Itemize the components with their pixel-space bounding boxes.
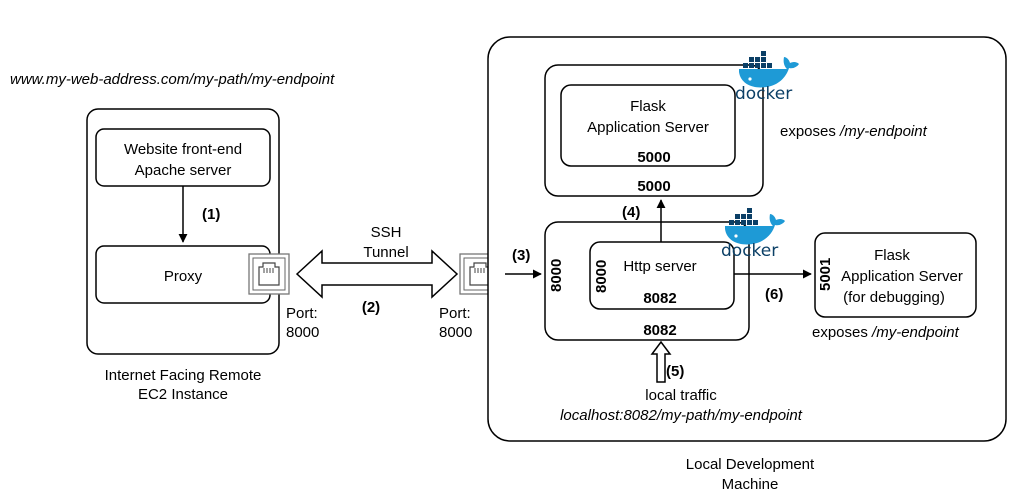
debug-title-line3: (for debugging) [843,289,945,306]
http-server-title: Http server [623,258,696,275]
flask-inner-port: 5000 [637,149,670,166]
step-6-label: (6) [765,286,783,303]
frontend-label-line1: Website front-end [124,141,242,158]
debug-exposes-prefix: exposes [812,324,872,341]
debug-port: 5001 [817,258,834,291]
ethernet-port-icon [248,253,290,295]
flask-title-line2: Application Server [587,119,709,136]
http-server-box [589,241,735,310]
flask-exposes-text: exposes /my-endpoint [780,123,928,140]
step-2-label: (2) [362,299,380,316]
step-1-label: (1) [202,206,220,223]
docker-logo-text: docker [721,241,778,261]
remote-port-value: 8000 [286,324,319,341]
local-traffic-url: localhost:8082/my-path/my-endpoint [560,407,803,424]
proxy-label: Proxy [164,268,203,285]
debug-server-box [814,232,977,318]
docker-logo-text: docker [735,84,792,104]
debug-title-line1: Flask [874,247,910,264]
docker-logo-icon: docker [735,51,799,104]
http-server-left-port: 8000 [593,260,610,293]
local-caption-line1: Local Development [686,456,815,473]
http-container-left-port: 8000 [548,259,565,292]
remote-caption-line2: EC2 Instance [138,386,228,403]
flask-exposes-path: /my-endpoint [839,123,928,140]
debug-exposes-text: exposes /my-endpoint [812,324,960,341]
flask-server-box [560,84,736,167]
local-port-label: Port: [439,305,471,322]
ssh-tunnel-line1: SSH [371,224,402,241]
step-4-label: (4) [622,204,640,221]
http-outer-port: 8082 [643,322,676,339]
flask-exposes-prefix: exposes [780,123,840,140]
local-traffic-label: local traffic [645,387,717,404]
flask-outer-port: 5000 [637,178,670,195]
remote-url: www.my-web-address.com/my-path/my-endpoi… [10,71,335,88]
step-5-label: (5) [666,363,684,380]
remote-caption-line1: Internet Facing Remote [105,367,262,384]
arrow-local-traffic [650,340,672,383]
ssh-tunnel-line2: Tunnel [363,244,408,261]
frontend-label-line2: Apache server [135,162,232,179]
debug-title-line2: Application Server [841,268,963,285]
step-3-label: (3) [512,247,530,264]
ssh-tunnel-double-arrow [295,249,459,299]
local-caption-line2: Machine [722,476,779,493]
docker-logo-icon: docker [721,208,785,261]
flask-title-line1: Flask [630,98,666,115]
http-inner-port: 8082 [643,290,676,307]
remote-port-label: Port: [286,305,318,322]
local-port-value: 8000 [439,324,472,341]
debug-exposes-path: /my-endpoint [871,324,960,341]
